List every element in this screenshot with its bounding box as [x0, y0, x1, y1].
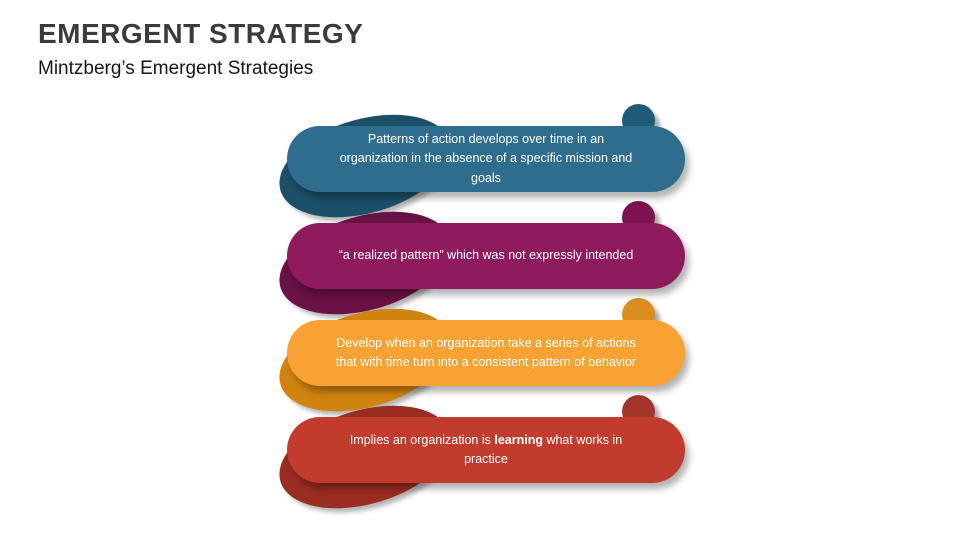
strategy-item-text: Patterns of action develops over time in…: [339, 131, 633, 185]
strategy-item-learning: Implies an organization is learning what…: [267, 387, 685, 527]
strategy-pill: Implies an organization is learning what…: [287, 417, 685, 483]
strategy-item-text: “a realized pattern” which was not expre…: [338, 248, 634, 263]
strategy-pill: Patterns of action develops over time in…: [287, 126, 685, 192]
strategy-item-realized-pattern: “a realized pattern” which was not expre…: [267, 193, 685, 333]
slide-subtitle: Mintzberg’s Emergent Strategies: [38, 58, 314, 79]
strategy-item-text: Develop when an organization take a seri…: [335, 335, 637, 369]
strategy-pill: Develop when an organization take a seri…: [287, 320, 685, 386]
strategy-item-pattern-over-time: Patterns of action develops over time in…: [267, 96, 685, 236]
strategy-pill: “a realized pattern” which was not expre…: [287, 223, 685, 289]
capsule-list: Patterns of action develops over time in…: [267, 96, 685, 527]
slide-title: EMERGENT STRATEGY: [38, 18, 364, 49]
strategy-item-consistent-behavior: Develop when an organization take a seri…: [267, 290, 685, 430]
strategy-item-text: Implies an organization is learning what…: [349, 432, 623, 466]
